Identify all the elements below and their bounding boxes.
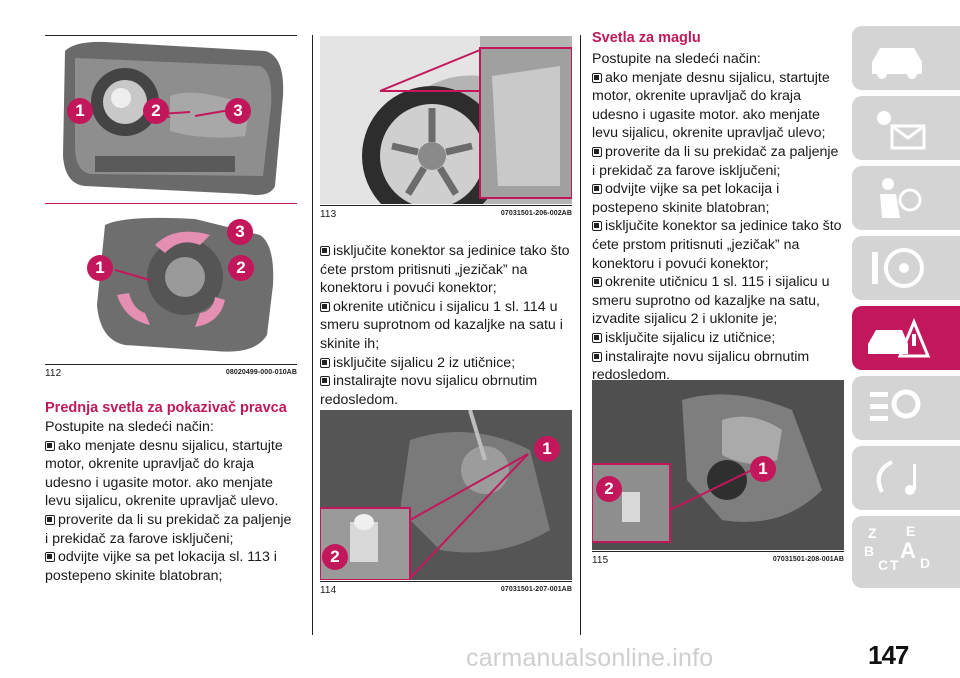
bullet-icon [45, 440, 55, 451]
chapter-tab-dashboard[interactable] [852, 26, 960, 90]
index-letter: Z [868, 525, 877, 541]
right-step-6: isključite sijalicu iz utičnice; [592, 329, 844, 348]
callout-1-bottom: 1 [87, 255, 113, 281]
top-rule-left [45, 35, 297, 36]
callout-1: 1 [750, 456, 776, 482]
bullet-icon [592, 332, 602, 343]
figure-112-bottom-image: 3 1 2 [45, 205, 297, 363]
chapter-tab-maintenance[interactable] [852, 376, 960, 440]
column-divider-2 [580, 35, 581, 635]
bullet-icon [592, 277, 602, 288]
warning-light-icon [877, 111, 926, 150]
callout-3: 3 [225, 98, 251, 124]
section-heading-turn-signals: Prednja svetla za pokazivač pravca [45, 400, 287, 416]
caption-rule-113 [320, 205, 572, 206]
figure-113-image [320, 36, 572, 204]
callout-2: 2 [322, 544, 348, 570]
bullet-icon [320, 357, 330, 368]
chapter-tab-warning-lights[interactable] [852, 96, 960, 160]
middle-section-body: isključite konektor sa jedinice tako što… [320, 242, 572, 409]
chapter-tab-index[interactable]: Z E B C A T D [852, 516, 960, 588]
bullet-icon [592, 351, 602, 362]
chapter-tab-emergency[interactable] [852, 306, 960, 370]
headlamp-bulb-rotation-illustration [97, 217, 274, 352]
figure-separator-rule [45, 203, 297, 204]
caption-rule-115 [592, 551, 844, 552]
figure-caption-115: 115 07031501-208-001AB [592, 555, 844, 566]
index-letter: B [864, 543, 874, 559]
index-letter: C [878, 557, 888, 573]
middle-step-4: instalirajte novu sijalicu obrnutim redo… [320, 373, 538, 408]
multimedia-icon [876, 460, 916, 495]
left-section-body: Postupite na sledeći način: ako menjate … [45, 418, 297, 585]
callout-2: 2 [143, 98, 169, 124]
left-intro: Postupite na sledeći način: [45, 419, 214, 435]
bullet-icon [45, 552, 55, 563]
right-intro: Postupite na sledeći način: [592, 51, 761, 67]
index-letter: A [900, 538, 916, 563]
middle-step-3: isključite sijalicu 2 iz utičnice; [320, 354, 572, 373]
right-step-1: ako menjate desnu sijalicu, startujte mo… [592, 69, 830, 142]
page-number: 147 [868, 640, 909, 670]
index-letter: D [920, 555, 930, 571]
index-letter: T [890, 557, 899, 573]
callout-3-bottom: 3 [227, 219, 253, 245]
bullet-icon [592, 184, 602, 195]
figure-115-image: 1 2 [592, 380, 844, 550]
airbag-seat-icon [880, 178, 922, 218]
callout-2-bottom: 2 [228, 255, 254, 281]
middle-step-2: okrenite utičnicu i sijalicu 1 sl. 114 u… [320, 298, 563, 352]
figure-code: 07031501-208-001AB [772, 556, 844, 563]
column-divider-1 [312, 35, 313, 635]
callout-1: 1 [534, 436, 560, 462]
right-step-5: okrenite utičnicu 1 sl. 115 i sijalicu u… [592, 274, 830, 328]
bulb-socket-illustration [320, 410, 572, 580]
middle-step-1: isključite konektor sa jedinice tako što… [320, 243, 570, 297]
figure-number: 112 [45, 368, 62, 379]
figure-code: 08020499-000-010AB [225, 369, 297, 376]
left-step-1: ako menjate desnu sijalicu, startujte mo… [45, 437, 283, 510]
bullet-icon [45, 514, 55, 525]
figure-114-image: 1 2 [320, 410, 572, 580]
caption-rule-112 [45, 364, 297, 365]
index-letter: E [906, 523, 915, 539]
right-step-3: odvijte vijke sa pet lokacija i postepen… [592, 181, 780, 216]
figure-caption-112: 112 08020499-000-010AB [45, 368, 297, 379]
right-step-2: proverite da li su prekidač za paljenje … [592, 143, 839, 179]
chapter-tab-safety[interactable] [852, 166, 960, 230]
bullet-icon [320, 246, 330, 256]
left-step-3: odvijte vijke sa pet lokacija sl. 113 i … [45, 549, 277, 584]
figure-caption-114: 114 07031501-207-001AB [320, 585, 572, 596]
figure-number: 115 [592, 555, 609, 566]
maintenance-gears-icon [870, 389, 921, 421]
bullet-icon [592, 221, 602, 232]
callout-2: 2 [596, 476, 622, 502]
figure-number: 113 [320, 209, 337, 220]
chapter-tab-multimedia[interactable] [852, 446, 960, 510]
wheel-arch-illustration [320, 36, 572, 204]
right-step-4: isključite konektor sa jedinice tako što… [592, 218, 842, 272]
alphabetical-index-icon: Z E B C A T D [864, 523, 930, 573]
figure-112-top-image: 1 2 3 [45, 36, 297, 202]
caption-rule-114 [320, 581, 572, 582]
fog-light-socket-illustration [592, 380, 844, 550]
bullet-icon [592, 146, 602, 157]
right-step-7: instalirajte novu sijalicu obrnutim redo… [592, 348, 810, 384]
bullet-icon [320, 376, 330, 387]
section-heading-fog-lights: Svetla za maglu [592, 30, 701, 46]
car-dashboard-icon [872, 48, 922, 79]
bullet-icon [592, 72, 602, 83]
watermark-text: carmanualsonline.info [466, 644, 714, 672]
figure-number: 114 [320, 585, 337, 596]
left-step-2: proverite da li su prekidač za paljenje … [45, 511, 292, 547]
figure-code: 07031501-207-001AB [500, 586, 572, 593]
bullet-icon [320, 301, 330, 312]
breakdown-car-icon [868, 318, 931, 358]
steering-wheel-icon [872, 248, 924, 288]
figure-caption-113: 113 07031501-206-002AB [320, 209, 572, 220]
right-section-body: Postupite na sledeći način: ako menjate … [592, 50, 844, 385]
chapter-tab-driving[interactable] [852, 236, 960, 300]
figure-code: 07031501-206-002AB [500, 210, 572, 217]
callout-1: 1 [67, 98, 93, 124]
